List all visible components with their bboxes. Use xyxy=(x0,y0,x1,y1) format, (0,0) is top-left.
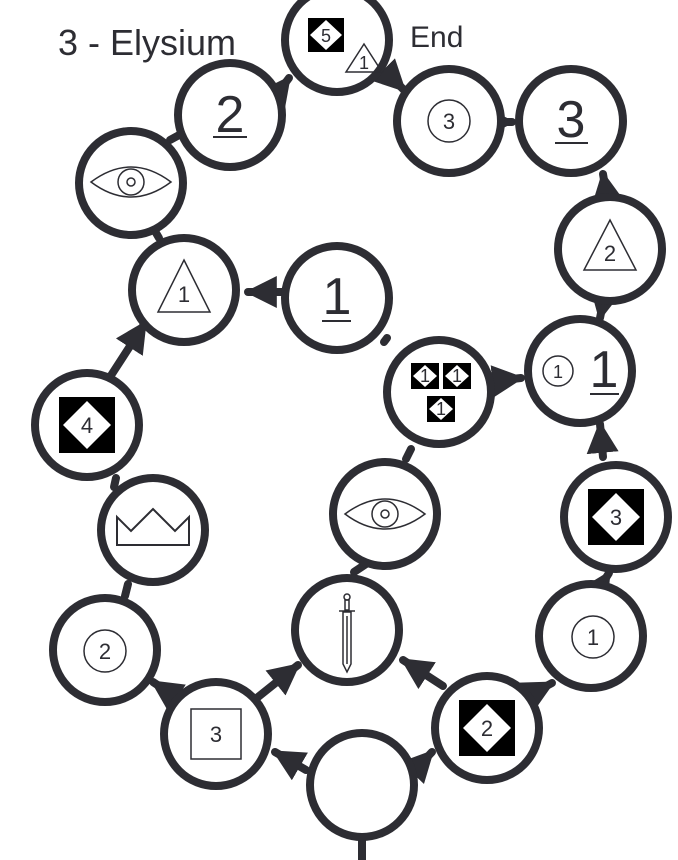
triangle-number: 2 xyxy=(604,241,616,266)
space-start[interactable] xyxy=(306,729,418,841)
space-end[interactable]: 5 1 xyxy=(281,0,393,96)
space-square-3[interactable]: 3 xyxy=(160,678,272,790)
square-number: 3 xyxy=(210,722,222,747)
circled-number-icon xyxy=(542,355,574,387)
space-sword[interactable] xyxy=(291,574,403,686)
circled-number: 1 xyxy=(587,625,599,650)
triangle-number: 1 xyxy=(178,282,190,307)
space-triple-diamond[interactable]: 1 1 1 xyxy=(383,336,495,448)
space-underlined-1-center[interactable]: 1 xyxy=(281,242,393,354)
space-diamond-4[interactable]: 4 xyxy=(31,369,143,481)
underlined-number: 1 xyxy=(323,268,352,326)
underlined-number: 3 xyxy=(557,91,586,149)
triangle-icon xyxy=(582,218,638,271)
diamond-number: 1 xyxy=(436,399,446,419)
space-eye-left[interactable] xyxy=(75,127,187,239)
space-circled-2-lower-left[interactable]: 2 xyxy=(49,594,161,706)
end-diamond-number: 5 xyxy=(321,26,331,46)
underlined-number: 2 xyxy=(216,86,245,144)
underlined-number: 1 xyxy=(590,341,619,399)
space-triangle-2[interactable]: 2 xyxy=(554,193,666,305)
diamond-number: 3 xyxy=(610,505,622,530)
space-diamond-3[interactable]: 3 xyxy=(560,461,672,573)
diamond-number: 1 xyxy=(452,366,462,386)
eye-icon xyxy=(89,166,173,198)
diamond-number: 1 xyxy=(420,366,430,386)
space-diamond-2[interactable]: 2 xyxy=(431,672,543,784)
triangle-icon xyxy=(344,42,384,73)
circled-number: 3 xyxy=(443,109,455,134)
space-crown[interactable] xyxy=(97,474,209,586)
space-circled-1-lower-right[interactable]: 1 xyxy=(535,580,647,692)
space-triangle-1-left[interactable]: 1 xyxy=(128,234,240,346)
board-title: 3 - Elysium xyxy=(58,22,236,63)
space-eye-center[interactable] xyxy=(329,458,441,570)
circled-number-icon xyxy=(83,629,127,673)
diamond-badge-icon xyxy=(411,363,471,422)
end-label: End xyxy=(410,21,463,54)
circled-number: 2 xyxy=(99,639,111,664)
space-circled-3-top[interactable]: 3 xyxy=(393,65,505,177)
square-icon xyxy=(190,708,242,760)
sword-icon xyxy=(339,593,355,674)
circled-number-icon xyxy=(571,615,615,659)
triangle-icon xyxy=(156,258,212,313)
space-circled-1-underlined-1[interactable]: 1 1 xyxy=(524,315,636,427)
path-connectors xyxy=(106,58,624,860)
crown-icon xyxy=(116,507,190,546)
space-underlined-3[interactable]: 3 xyxy=(515,65,627,177)
circled-number-icon xyxy=(427,99,471,143)
eye-icon xyxy=(343,498,427,530)
diamond-number: 2 xyxy=(481,716,493,741)
diamond-number: 4 xyxy=(81,413,93,438)
space-underlined-2[interactable]: 2 xyxy=(174,59,286,171)
end-triangle-number: 1 xyxy=(359,53,369,73)
circled-number: 1 xyxy=(553,362,563,382)
